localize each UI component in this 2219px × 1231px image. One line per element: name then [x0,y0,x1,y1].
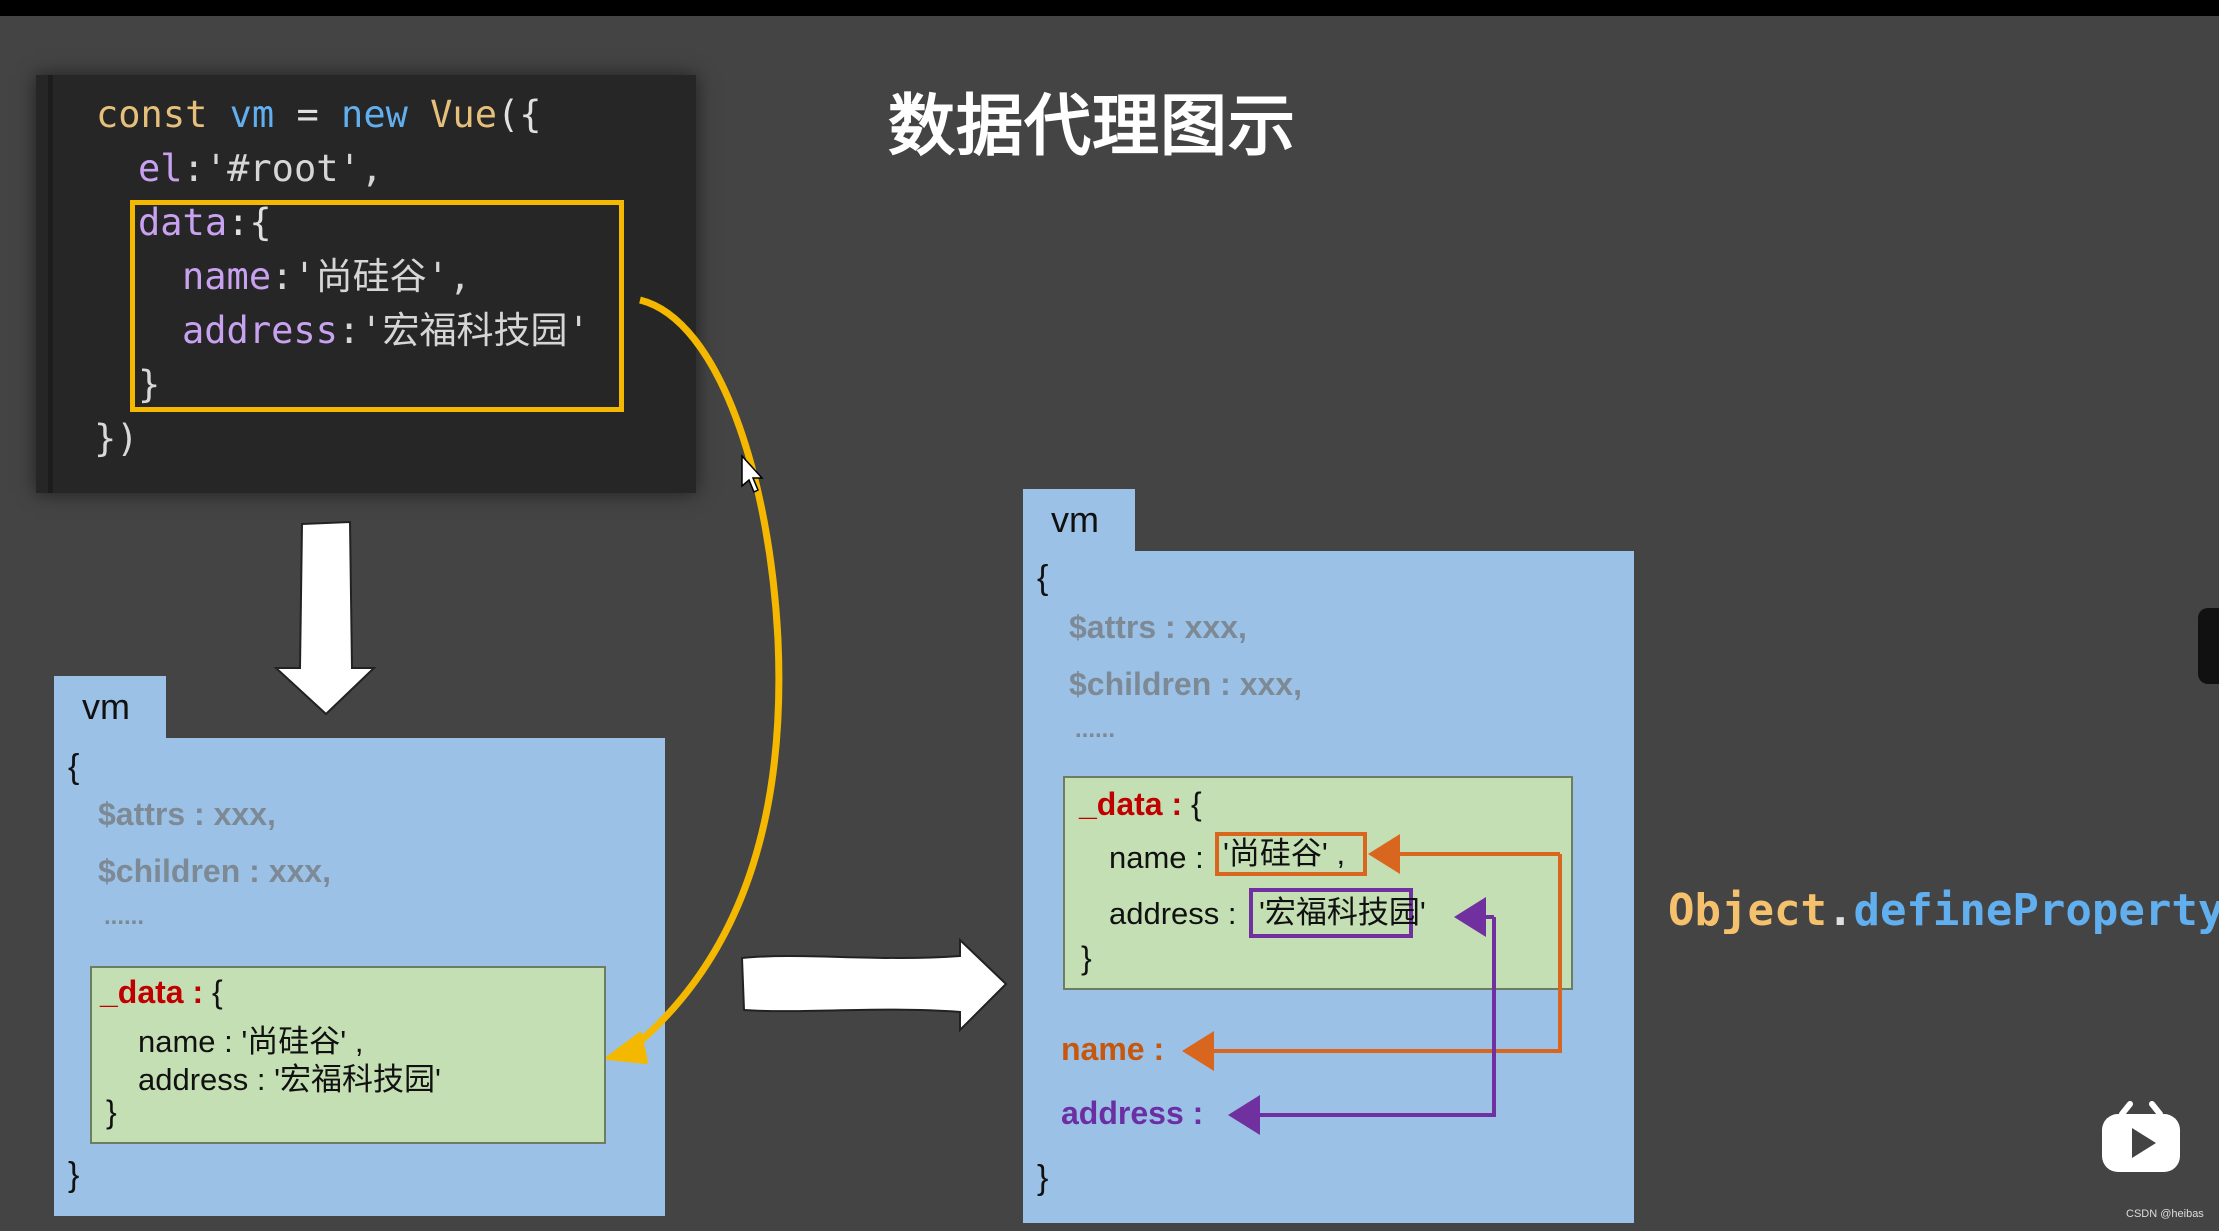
right-data-box: _data : { name : '尚硅谷' , address : '宏福科技… [1063,776,1573,990]
left-vm-dots: ...... [104,903,145,930]
page-title: 数据代理图示 [888,87,1296,165]
code-line-3: data:{ [138,201,272,244]
top-bar [0,0,2219,16]
left-vm-open-brace: { [68,748,80,786]
code-line-7: }) [94,417,139,460]
right-vm-close-brace: } [1037,1159,1049,1197]
right-vm-panel: { $attrs : xxx, $children : xxx, ...... … [1023,551,1634,1223]
define-property-label: Object.defineProperty [1668,885,2219,936]
mouse-cursor-icon [741,454,764,494]
code-gutter [48,75,53,493]
left-vm-attrs: $attrs : xxx, [98,796,276,832]
code-line-4: name:'尚硅谷', [182,255,472,298]
right-data-name-label: name : [1109,840,1213,875]
right-vm-tab: vm [1023,489,1135,553]
watermark: CSDN @heibas [2126,1208,2204,1220]
data-highlight-box [130,200,624,412]
left-data-box: _data : { name : '尚硅谷' , address : '宏福科技… [90,966,606,1144]
right-arrow-icon [740,937,1008,1033]
code-line-1: const vm = new Vue({ [96,93,542,136]
down-arrow-icon [273,520,377,716]
right-vm-children: $children : xxx, [1069,666,1302,702]
left-vm-panel: { $attrs : xxx, $children : xxx, ...... … [54,738,665,1216]
left-vm-children: $children : xxx, [98,853,331,889]
proxy-name-label: name : [1061,1031,1165,1067]
right-data-address-label: address : [1109,896,1246,931]
left-data-key: _data : { [100,974,223,1010]
side-collapse-tab[interactable] [2198,608,2219,684]
code-block: const vm = new Vue({ el:'#root', data:{ … [36,75,696,493]
left-data-name: name : '尚硅谷' , [138,1024,364,1059]
code-line-6: } [138,363,161,406]
right-vm-open-brace: { [1037,559,1049,597]
left-data-close-brace: } [106,1094,117,1130]
left-vm-tab: vm [54,676,166,740]
right-data-close-brace: } [1081,940,1092,976]
right-data-name-value: '尚硅谷' , [1215,832,1367,876]
right-data-key: _data : { [1079,786,1202,822]
code-line-2: el:'#root', [138,147,384,190]
proxy-address-label: address : [1061,1095,1204,1131]
bilibili-tv-icon [2102,1101,2180,1172]
left-data-address: address : '宏福科技园' [138,1062,441,1097]
code-line-5: address:'宏福科技园' [182,309,590,352]
right-data-address-value: '宏福科技园' [1249,888,1426,938]
left-vm-close-brace: } [68,1156,80,1194]
right-vm-dots: ...... [1075,716,1116,743]
right-vm-attrs: $attrs : xxx, [1069,609,1247,645]
